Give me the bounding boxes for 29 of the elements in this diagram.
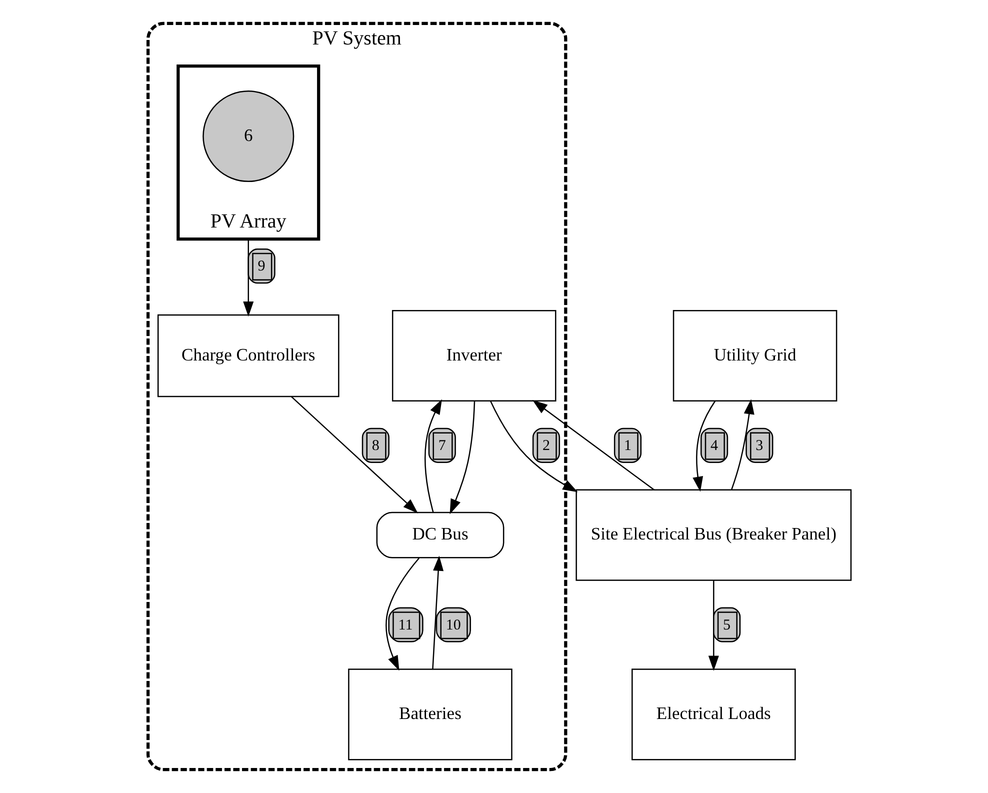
node-box: Inverter bbox=[391, 310, 556, 402]
node-box: Site Electrical Bus (Breaker Panel) bbox=[575, 489, 852, 581]
node-box: Electrical Loads bbox=[631, 668, 796, 760]
edge-label: 2 bbox=[542, 438, 550, 454]
arrow bbox=[432, 556, 444, 670]
edge-label: 7 bbox=[438, 438, 446, 454]
arrow bbox=[385, 558, 420, 671]
arrow bbox=[424, 399, 442, 513]
edge-label: 4 bbox=[710, 438, 718, 454]
edge-label: 11 bbox=[398, 617, 412, 634]
node-box: DC Bus bbox=[376, 512, 504, 558]
edge-label: 10 bbox=[445, 617, 460, 634]
arrow bbox=[692, 400, 716, 492]
arrow bbox=[290, 396, 418, 514]
arrow bbox=[242, 239, 254, 317]
edge-label: 3 bbox=[755, 438, 763, 454]
node-circle: 6 bbox=[202, 90, 294, 182]
edge-label: 5 bbox=[722, 617, 730, 634]
arrow bbox=[708, 580, 718, 671]
node-box: Utility Grid bbox=[672, 310, 837, 402]
edge-label: 8 bbox=[371, 438, 379, 454]
edge-label: 1 bbox=[623, 438, 632, 454]
node-box: Charge Controllers bbox=[156, 314, 339, 398]
edge-label: 9 bbox=[257, 258, 265, 275]
arrow bbox=[449, 400, 475, 514]
node-box: Batteries bbox=[348, 668, 512, 760]
arrow bbox=[730, 399, 754, 490]
arrow bbox=[532, 400, 654, 490]
arrow bbox=[490, 400, 578, 492]
